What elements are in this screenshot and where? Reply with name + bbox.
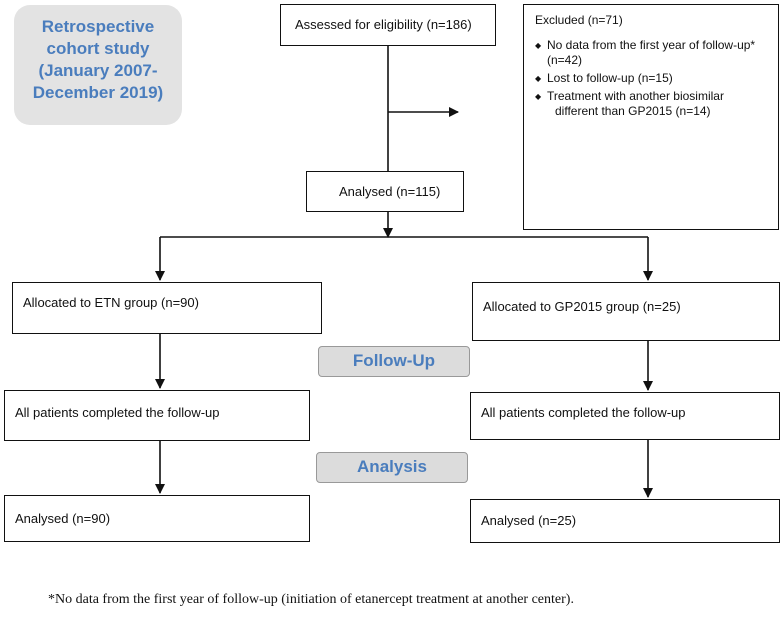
exclusion-reason: ◆ Lost to follow-up (n=15) [535,71,770,86]
exclusion-reason-text: Treatment with another biosimilar [547,89,724,103]
footnote: *No data from the first year of follow-u… [48,592,574,607]
gp2015-followup-label: All patients completed the follow-up [481,405,686,420]
gp2015-allocated-label: Allocated to GP2015 group (n=25) [483,299,681,314]
gp2015-analysed-label: Analysed (n=25) [481,513,577,528]
excluded-box: Excluded (n=71) ◆ No data from the first… [523,4,779,230]
exclusion-reason-continuation: different than GP2015 (n=14) [555,104,711,118]
analysed-total-box: Analysed (n=115) [306,171,464,212]
study-design-line-3: (January 2007- [38,61,158,80]
exclusion-reason-text: Lost to follow-up (n=15) [547,71,673,85]
study-design-label: Retrospective cohort study (January 2007… [14,5,182,125]
study-design-line-2: cohort study [46,39,150,58]
analysed-total-label: Analysed (n=115) [339,184,441,199]
diamond-bullet-icon: ◆ [535,74,542,83]
diamond-bullet-icon: ◆ [535,41,542,50]
gp2015-allocated-box: Allocated to GP2015 group (n=25) [472,282,780,341]
exclusion-reason: ◆ Treatment with another biosimilar diff… [535,89,770,119]
etn-analysed-box: Analysed (n=90) [4,495,310,542]
analysis-phase-label: Analysis [316,452,468,483]
etn-followup-label: All patients completed the follow-up [15,405,220,420]
etn-allocated-box: Allocated to ETN group (n=90) [12,282,322,334]
exclusion-reasons-list: ◆ No data from the first year of follow-… [535,38,770,119]
exclusion-reason-text: No data from the first year of follow-up… [547,38,756,67]
etn-analysed-label: Analysed (n=90) [15,511,111,526]
followup-phase-label: Follow-Up [318,346,470,377]
excluded-header: Excluded (n=71) [535,13,623,27]
exclusion-reason: ◆ No data from the first year of follow-… [535,38,770,68]
study-design-line-1: Retrospective [41,17,155,36]
etn-allocated-label: Allocated to ETN group (n=90) [23,295,199,310]
gp2015-followup-box: All patients completed the follow-up [470,392,780,440]
study-design-line-4: December 2019) [32,83,164,102]
assessed-box: Assessed for eligibility (n=186) [280,4,496,46]
assessed-label: Assessed for eligibility (n=186) [295,17,472,32]
etn-followup-box: All patients completed the follow-up [4,390,310,441]
gp2015-analysed-box: Analysed (n=25) [470,499,780,543]
diamond-bullet-icon: ◆ [535,92,542,101]
